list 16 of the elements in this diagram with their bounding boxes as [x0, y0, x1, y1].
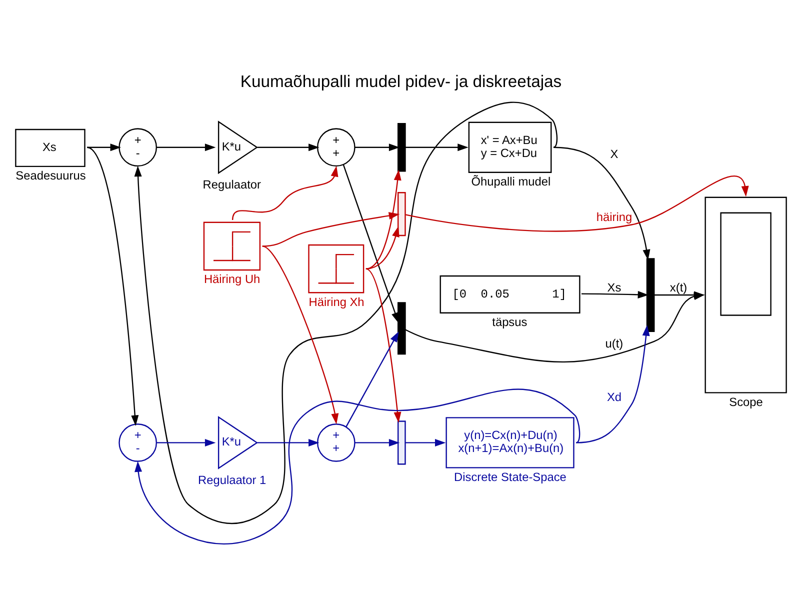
node-label: täpsus — [492, 314, 528, 328]
edge-label: häiring — [596, 210, 632, 224]
edge-label: Xs — [607, 280, 622, 294]
node-label: Discrete State-Space — [454, 469, 566, 484]
edge-label: u(t) — [605, 336, 624, 350]
node-label: Scope — [729, 394, 763, 408]
node-label: Regulaator — [202, 176, 261, 191]
node-label: Seadesuurus — [16, 168, 86, 182]
node-label: Regulaator 1 — [198, 472, 266, 486]
node-label: Õhupalli mudel — [471, 174, 551, 188]
edge-label: Xd — [606, 390, 622, 404]
edge-label: x(t) — [670, 280, 688, 294]
node-label: Häiring Xh — [308, 294, 364, 308]
edge-label: X — [610, 146, 618, 161]
node-label: Häiring Uh — [204, 272, 260, 286]
diagram-title: Kuumaõhupalli mudel pidev- ja diskreetajas — [240, 71, 562, 90]
